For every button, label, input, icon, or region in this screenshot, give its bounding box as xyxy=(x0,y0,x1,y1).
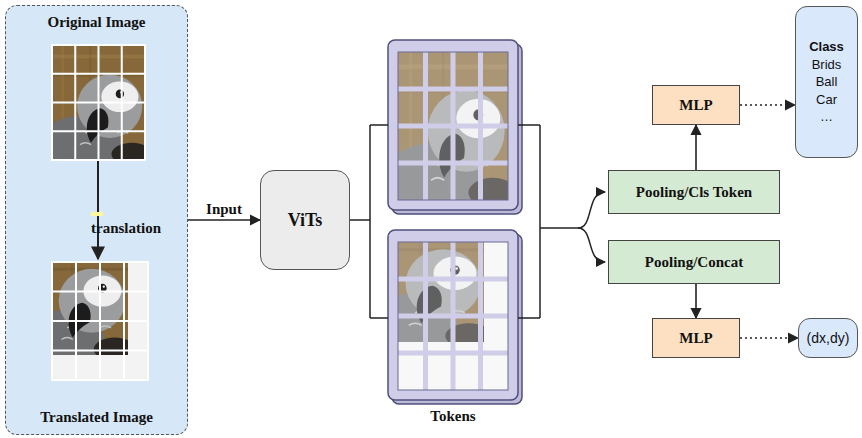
node-label: translation xyxy=(91,220,103,237)
arrow-connector xyxy=(740,104,795,106)
node-label: (dx,dy) xyxy=(807,330,850,346)
node-text: Car xyxy=(816,91,837,109)
operation-tag: translation xyxy=(91,212,103,216)
mlp-box: MLP xyxy=(652,318,740,358)
pooling-box: Pooling/Cls Token xyxy=(608,170,780,214)
node-label: MLP xyxy=(679,330,712,347)
arrow-connector xyxy=(695,284,697,318)
edge-label: Input xyxy=(206,201,242,218)
node-text: Ball xyxy=(816,73,838,91)
caption-label: Tokens xyxy=(430,408,475,425)
node-label: MLP xyxy=(679,97,712,114)
model-box: ViTs xyxy=(260,170,350,270)
mlp-box: MLP xyxy=(652,85,740,125)
node-label: Pooling/Cls Token xyxy=(636,184,752,201)
arrow-connector xyxy=(188,219,260,221)
node-label: Class xyxy=(809,38,844,56)
node-text: Translated Image xyxy=(6,409,187,426)
output-box: (dx,dy) xyxy=(798,318,858,358)
node-text: … xyxy=(820,108,833,126)
arrow-connector xyxy=(695,125,697,170)
arrow-connector xyxy=(740,337,798,339)
output-box: ClassBridsBallCar… xyxy=(795,6,858,158)
node-label: Original Image xyxy=(6,14,187,31)
node-label: Pooling/Concat xyxy=(645,254,743,271)
node-text: Brids xyxy=(812,56,842,74)
node-label: ViTs xyxy=(288,210,323,231)
image-panel: Original ImageTranslated Image translatio… xyxy=(5,5,188,435)
pooling-box: Pooling/Concat xyxy=(608,240,780,284)
